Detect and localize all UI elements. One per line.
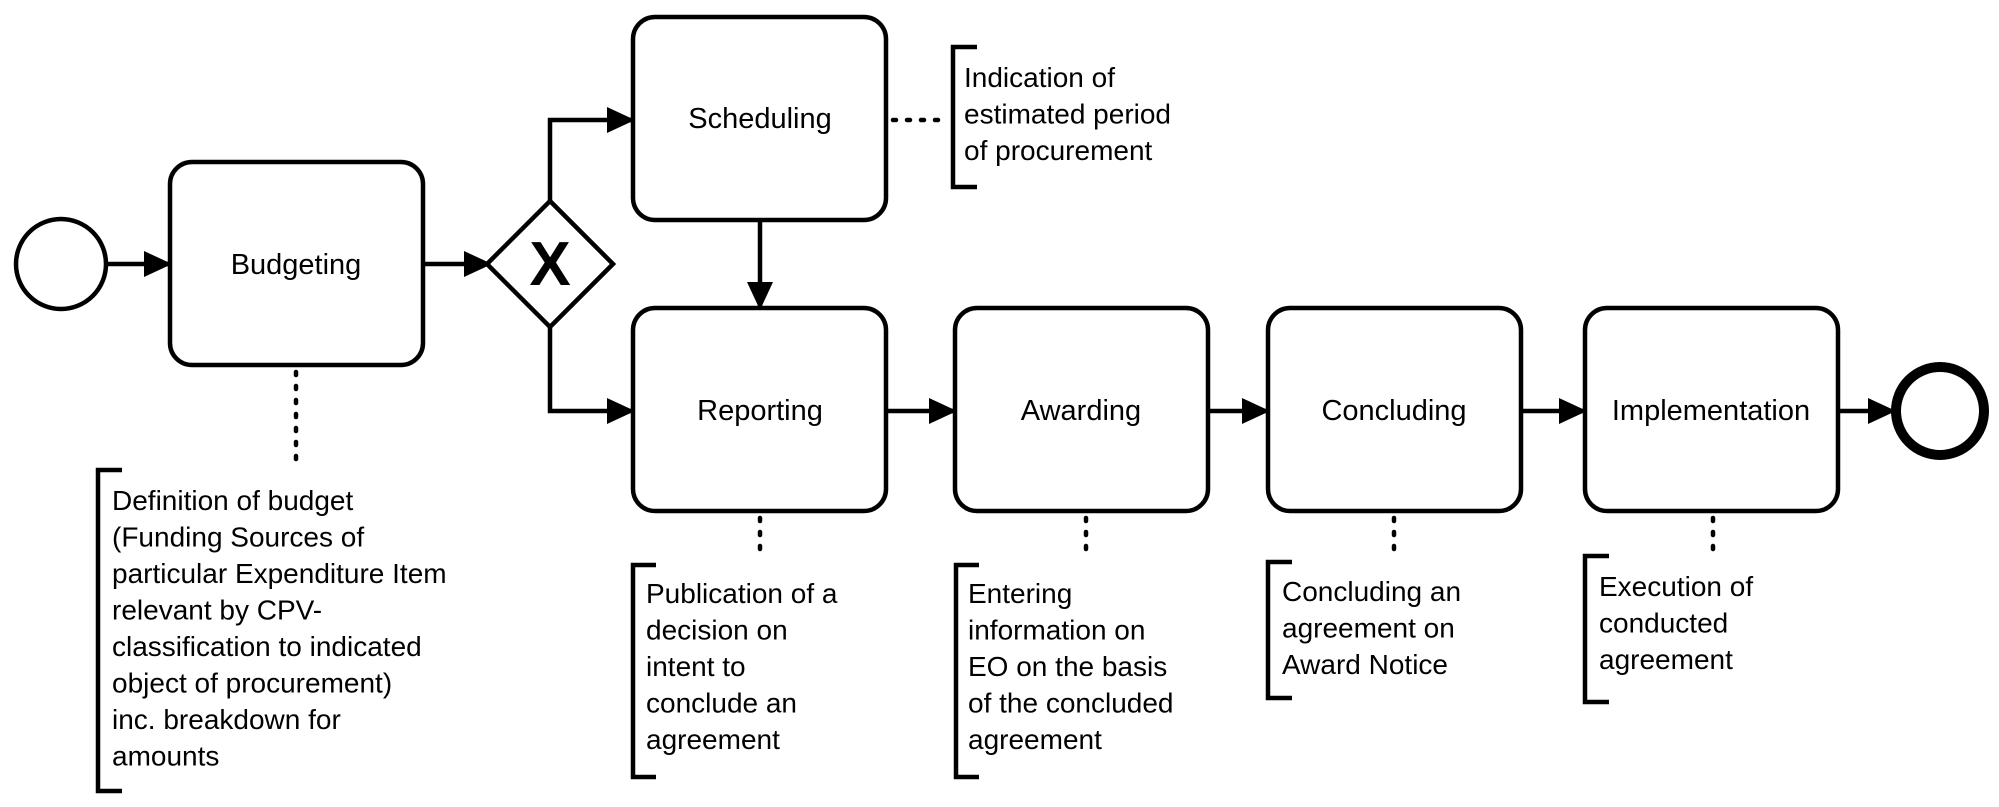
annotation-bracket-scheduling [950, 44, 977, 190]
task-concluding: Concluding [1265, 305, 1524, 514]
annotation-text-scheduling: Indication of estimated period of procurem… [964, 62, 1171, 166]
annotation-line: conducted [1599, 608, 1728, 639]
task-reporting-label: Reporting [697, 395, 823, 427]
task-awarding: Awarding [952, 305, 1211, 514]
annotation-line: Award Notice [1282, 649, 1448, 680]
annotation-line: Execution of [1599, 571, 1753, 602]
start-event [13, 216, 109, 312]
gateway-x-symbol: X [529, 230, 570, 299]
annotation-line: estimated period [964, 99, 1171, 130]
annotation-line: EO on the basis [968, 651, 1167, 682]
annotation-line: agreement [1599, 644, 1733, 675]
annotation-line: decision on [646, 615, 788, 646]
annotation-line: inc. breakdown for [112, 704, 341, 735]
task-scheduling: Scheduling [630, 14, 889, 223]
annotation-line: relevant by CPV- [112, 595, 322, 626]
annotation-text-concluding: Concluding an agreement on Award Notice [1282, 576, 1461, 680]
task-budgeting-label: Budgeting [231, 249, 362, 281]
annotation-line: conclude an [646, 688, 797, 719]
annotation-line: agreement [968, 724, 1102, 755]
flow-gateway-to-scheduling [547, 107, 635, 201]
annotation-line: intent to [646, 651, 746, 682]
annotation-line: of procurement [964, 135, 1153, 166]
annotation-line: Definition of budget [112, 485, 354, 516]
annotation-text-implementation: Execution of conducted agreement [1599, 571, 1753, 675]
task-concluding-label: Concluding [1321, 395, 1466, 427]
annotation-line: agreement [646, 724, 780, 755]
flow-gateway-to-reporting [547, 327, 635, 424]
annotation-text-awarding: Entering information on EO on the basis of … [968, 578, 1174, 755]
annotation-line: Publication of a [646, 578, 838, 609]
annotation-line: amounts [112, 741, 219, 772]
annotation-line: object of procurement) [112, 668, 392, 699]
annotation-line: agreement on [1282, 613, 1455, 644]
annotation-bracket-concluding [1265, 559, 1292, 701]
task-scheduling-label: Scheduling [688, 103, 832, 135]
task-budgeting: Budgeting [167, 159, 426, 368]
annotation-line: particular Expenditure Item [112, 558, 447, 589]
annotation-line: (Funding Sources of [112, 522, 364, 553]
annotation-bracket-budgeting [95, 467, 122, 794]
annotation-line: information on [968, 615, 1145, 646]
annotation-bracket-reporting [630, 562, 656, 780]
annotation-text-budgeting: Definition of budget (Funding Sources of p… [112, 485, 447, 772]
task-reporting: Reporting [630, 305, 889, 514]
annotation-line: Indication of [964, 62, 1115, 93]
annotation-line: Entering [968, 578, 1072, 609]
annotation-line: classification to indicated [112, 631, 422, 662]
annotation-bracket-awarding [953, 562, 979, 780]
annotation-bracket-implementation [1582, 553, 1609, 705]
task-awarding-label: Awarding [1021, 395, 1141, 427]
task-implementation-label: Implementation [1612, 395, 1810, 427]
annotation-line: of the concluded [968, 688, 1174, 719]
exclusive-gateway: X [483, 197, 617, 331]
end-event [1891, 362, 1989, 460]
task-implementation: Implementation [1582, 305, 1841, 514]
annotation-text-reporting: Publication of a decision on intent to conc… [646, 578, 838, 755]
annotation-line: Concluding an [1282, 576, 1461, 607]
